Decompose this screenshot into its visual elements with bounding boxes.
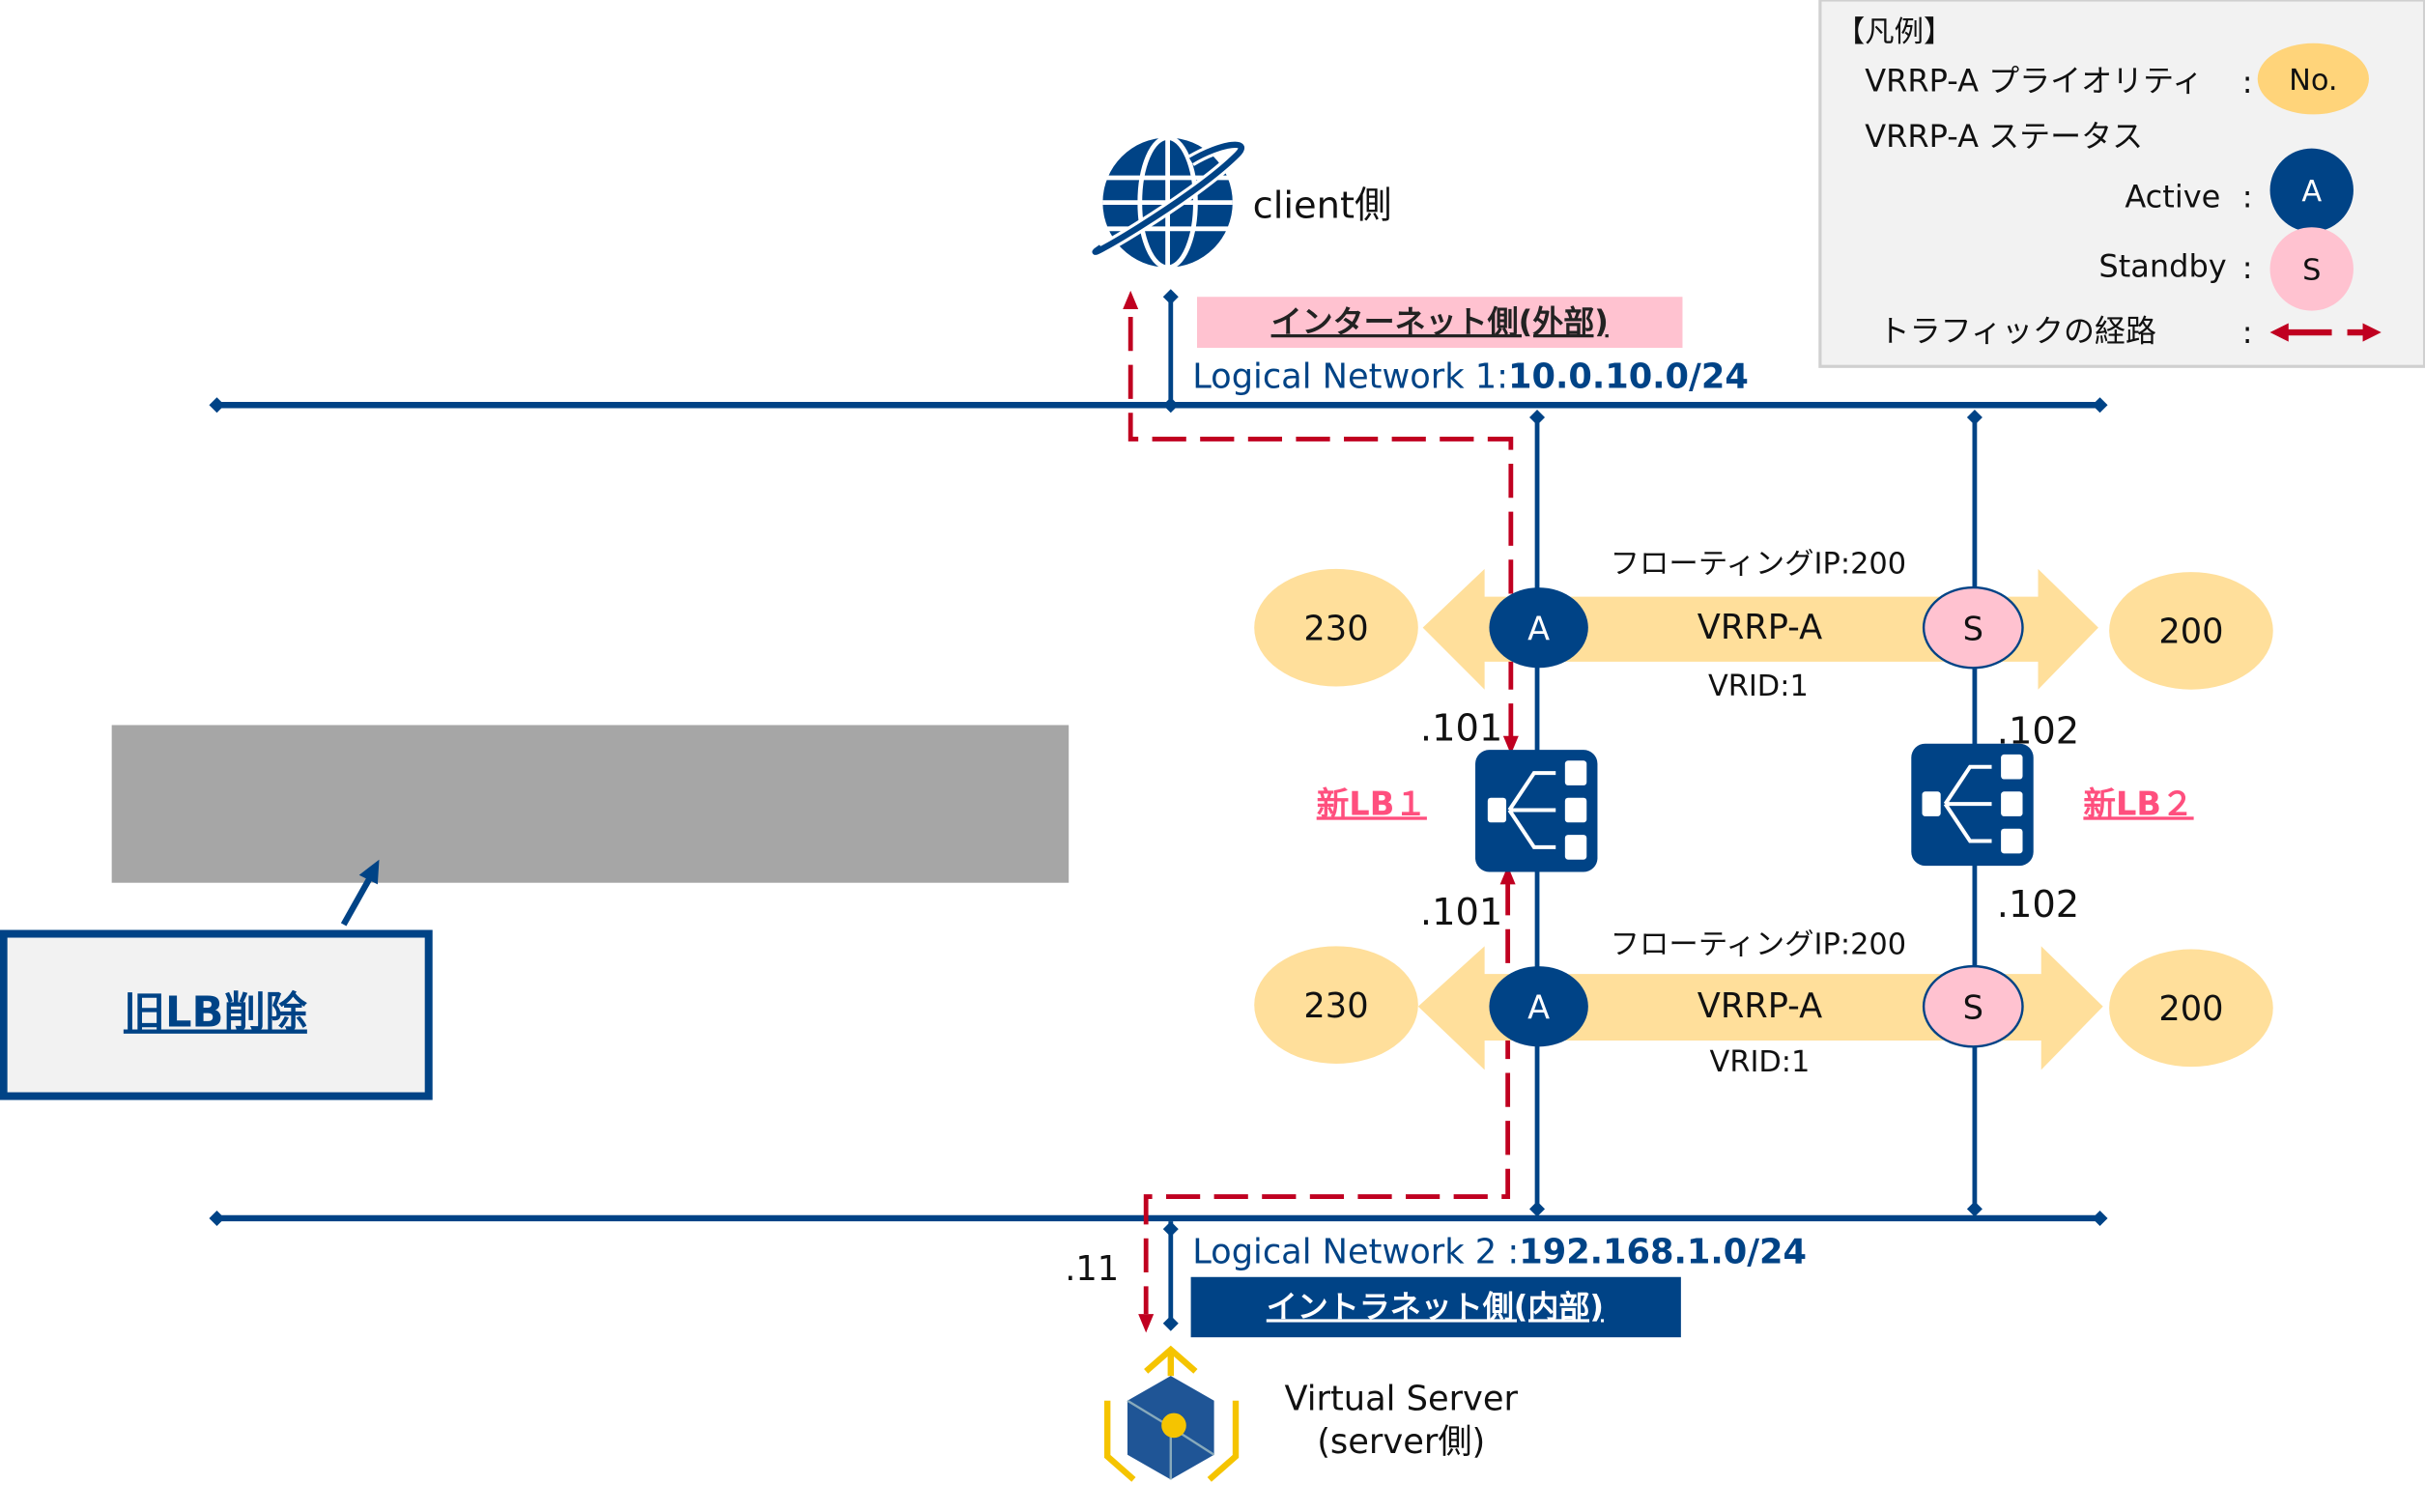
old-lb-placeholder: [111, 725, 1070, 883]
legend-status-label: VRRP-A ステータス: [1865, 118, 2143, 155]
intranet-side-box: [1190, 1276, 1681, 1338]
load-balancer-1: .101 .101 新LB１: [1317, 706, 1598, 934]
server-label-line1: Virtual Server: [1284, 1379, 1518, 1418]
globe-icon: [1089, 135, 1248, 271]
legend-standby-sample: S: [2302, 254, 2321, 288]
priority-right: 200: [2158, 613, 2223, 652]
arrow-down-icon: [1502, 735, 1519, 755]
lb2-label: 新LB２: [2083, 785, 2193, 822]
lb2-ip-bottom: .102: [1997, 883, 2079, 927]
arrow-up-icon: [1123, 290, 1139, 310]
legend-traffic-label: トラフィックの経路: [1879, 313, 2156, 350]
legend: 【凡例】 VRRP-A プライオリティ : No. VRRP-A ステータス A…: [1818, 0, 2425, 368]
intranet-side-label: イントラネット側(内部): [1267, 1288, 1604, 1325]
traffic-arrowheads: [1123, 290, 1519, 1333]
priority-left: 230: [1303, 986, 1368, 1026]
vrrp-name: VRRP-A: [1698, 986, 1822, 1026]
status-left: A: [1527, 610, 1550, 647]
lb1-label: 新LB１: [1317, 785, 1427, 822]
legend-priority-sample: No.: [2289, 64, 2337, 98]
server-label-line2: (server側): [1317, 1422, 1485, 1462]
arrow-down-icon: [1138, 1314, 1155, 1333]
legend-priority-ellipse: [2257, 43, 2369, 115]
vrrp-double-arrow: [1417, 946, 2103, 1070]
priority-right: 200: [2158, 989, 2223, 1029]
lb1-ip-bottom: .101: [1420, 891, 1502, 934]
legend-colon: :: [2242, 249, 2253, 286]
client-label: client側: [1253, 185, 1392, 228]
legend-traffic-arrow-icon: [2269, 323, 2382, 342]
status-right: S: [1963, 610, 1983, 647]
network1-name: Logical Network 1:: [1192, 357, 1508, 397]
internet-side-label: インターネット側(外部): [1271, 303, 1609, 340]
arrow-up-icon: [1499, 866, 1516, 885]
legend-standby-label: Standby: [2098, 247, 2226, 284]
vrrp-group-top: 230 200 A S フローティングIP:200 VRRP-A VRID:1: [1254, 548, 2273, 703]
load-balancer-2: .102 .102 新LB２: [1911, 710, 2194, 927]
virtual-server-icon: [1103, 1345, 1240, 1482]
old-lb-delete-label: 旧LB削除: [124, 989, 308, 1038]
legend-title: 【凡例】: [1836, 15, 1954, 49]
server-ip: .11: [1065, 1249, 1119, 1289]
legend-colon: :: [2242, 178, 2253, 214]
vrid: VRID:1: [1708, 670, 1809, 703]
network2-name: Logical Network 2 :: [1192, 1232, 1519, 1271]
status-active-circle: [1489, 587, 1588, 669]
floating-ip: フローティングIP:200: [1611, 927, 1906, 961]
priority-ellipse-left: [1254, 568, 1418, 687]
vrrp-name: VRRP-A: [1698, 608, 1822, 647]
status-standby-circle: [1922, 964, 2024, 1048]
priority-ellipse-right: [2109, 949, 2273, 1068]
network1-cidr: 10.0.10.0/24: [1508, 357, 1749, 397]
floating-ip: フローティングIP:200: [1611, 548, 1906, 582]
legend-active-sample: A: [2301, 175, 2322, 209]
lb2-ip-top: .102: [1997, 710, 2079, 754]
legend-active-label: Active: [2125, 178, 2220, 214]
legend-active-circle: [2269, 148, 2354, 233]
vrrp-double-arrow: [1422, 568, 2098, 690]
legend-colon: :: [2242, 64, 2253, 100]
priority-ellipse-left: [1254, 946, 1418, 1064]
vrrp-group-bottom: 230 200 A S フローティングIP:200 VRRP-A VRID:1: [1254, 927, 2273, 1079]
internet-side-box: [1196, 297, 1683, 349]
old-lb-pointer-arrow: [340, 859, 380, 927]
status-left: A: [1527, 989, 1550, 1027]
priority-left: 230: [1303, 609, 1368, 648]
status-right: S: [1963, 989, 1983, 1027]
vrid: VRID:1: [1710, 1045, 1811, 1079]
priority-ellipse-right: [2109, 572, 2273, 690]
network2-label: Logical Network 2 :192.168.1.0/24: [1192, 1232, 1807, 1271]
legend-priority-label: VRRP-A プライオリティ: [1865, 62, 2203, 99]
legend-standby-circle: [2269, 227, 2354, 311]
old-lb-delete-box: [0, 929, 433, 1100]
network2-cidr: 192.168.1.0/24: [1519, 1232, 1807, 1271]
legend-colon: :: [2242, 314, 2253, 351]
status-standby-circle: [1922, 585, 2024, 670]
network1-label: Logical Network 1:10.0.10.0/24: [1192, 357, 1749, 397]
status-active-circle: [1489, 966, 1588, 1047]
lb1-ip-top: .101: [1420, 706, 1502, 750]
